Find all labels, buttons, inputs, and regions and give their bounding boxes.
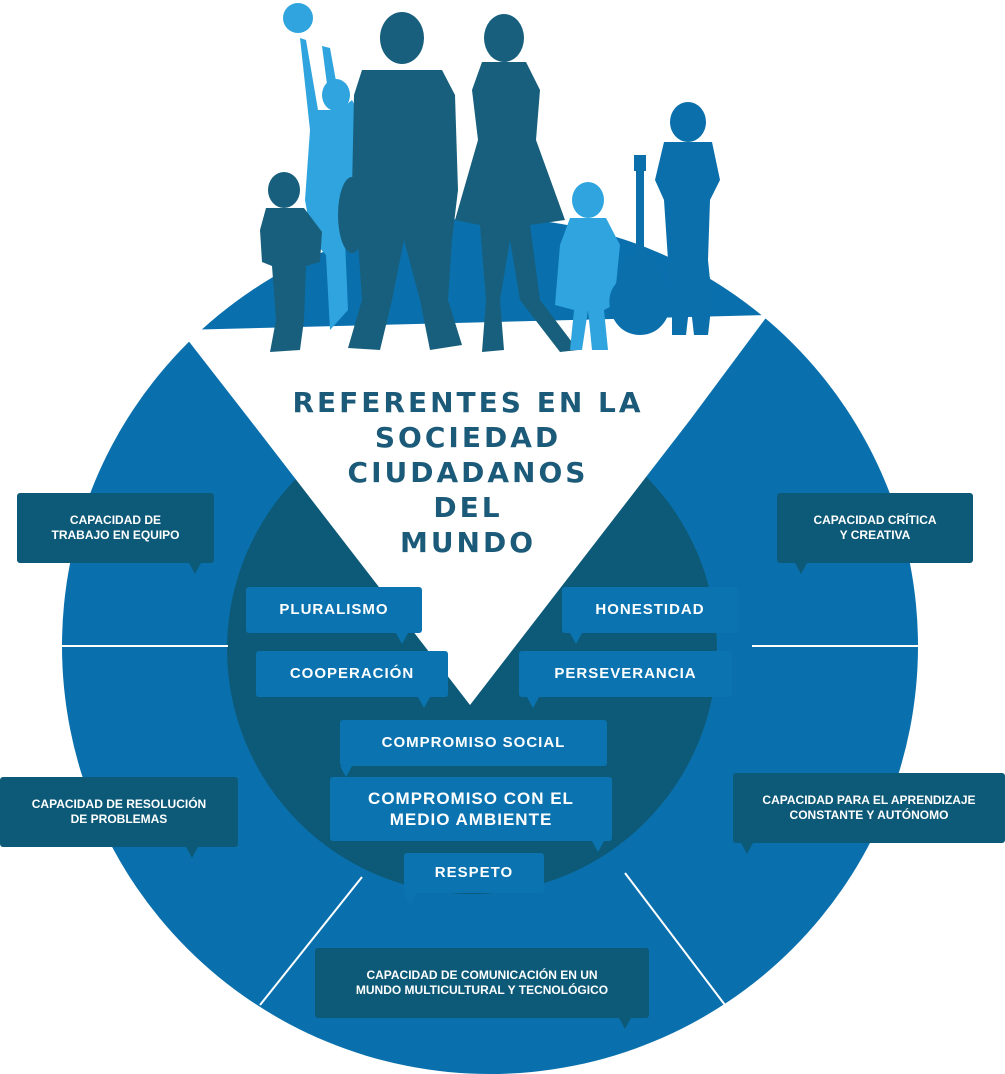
capacity-communication-bubble: CAPACIDAD DE COMUNICACIÓN EN UN MUNDO MU… — [315, 948, 649, 1029]
value-perseverancia-label: PERSEVERANCIA — [554, 664, 697, 682]
teen-boy-figure — [655, 102, 720, 335]
value-medio-ambiente-bubble: COMPROMISO CON EL MEDIO AMBIENTE — [330, 777, 612, 852]
capacity-critical-bubble: CAPACIDAD CRÍTICA Y CREATIVA — [777, 493, 973, 574]
man-figure — [338, 12, 462, 350]
guitar-icon — [609, 155, 671, 335]
capacity-learning-line-2: CONSTANTE Y AUTÓNOMO — [789, 808, 949, 822]
capacity-communication-line-1: CAPACIDAD DE COMUNICACIÓN EN UN — [366, 968, 598, 982]
value-compromiso-social-label: COMPROMISO SOCIAL — [381, 733, 566, 751]
woman-figure — [455, 14, 578, 352]
capacity-team-bubble: CAPACIDAD DE TRABAJO EN EQUIPO — [17, 493, 214, 574]
capacity-communication-line-2: MUNDO MULTICULTURAL Y TECNOLÓGICO — [355, 983, 609, 997]
value-medio-ambiente-line-2: MEDIO AMBIENTE — [389, 810, 553, 829]
value-perseverancia-bubble: PERSEVERANCIA — [519, 651, 732, 708]
value-honestidad-bubble: HONESTIDAD — [562, 587, 738, 644]
value-respeto-label: RESPETO — [434, 863, 514, 881]
people-silhouettes — [260, 3, 720, 352]
ring-dividers — [62, 645, 918, 1006]
value-medio-ambiente-line-1: COMPROMISO CON EL — [368, 788, 574, 808]
value-respeto-bubble: RESPETO — [404, 853, 544, 904]
capacity-critical-line-1: CAPACIDAD CRÍTICA — [813, 513, 937, 527]
capacity-learning-line-1: CAPACIDAD PARA EL APRENDIZAJE — [762, 793, 976, 807]
capacity-team-line-1: CAPACIDAD DE — [69, 513, 162, 527]
value-honestidad-label: HONESTIDAD — [595, 600, 705, 618]
diagram-title: REFERENTES EN LA SOCIEDAD CIUDADANOS DEL… — [258, 385, 678, 560]
title-line-2: SOCIEDAD — [374, 421, 562, 454]
white-wedge — [180, 315, 768, 705]
capacity-problems-line-2: DE PROBLEMAS — [70, 812, 168, 826]
title-line-4: DEL — [433, 491, 503, 524]
value-compromiso-social-bubble: COMPROMISO SOCIAL — [340, 720, 607, 777]
basketball-player-figure — [300, 38, 360, 330]
capacity-team-line-2: TRABAJO EN EQUIPO — [51, 528, 180, 542]
title-line-5: MUNDO — [399, 526, 537, 559]
value-pluralismo-bubble: PLURALISMO — [246, 587, 422, 644]
value-cooperacion-bubble: COOPERACIÓN — [256, 651, 448, 708]
capacity-critical-line-2: Y CREATIVA — [839, 528, 911, 542]
boy-figure — [260, 172, 322, 352]
value-pluralismo-label: PLURALISMO — [279, 600, 389, 618]
title-line-3: CIUDADANOS — [347, 456, 589, 489]
value-cooperacion-label: COOPERACIÓN — [289, 664, 415, 682]
basketball-icon — [283, 3, 313, 33]
capacity-learning-bubble: CAPACIDAD PARA EL APRENDIZAJE CONSTANTE … — [733, 773, 1005, 854]
title-line-1: REFERENTES EN LA — [292, 386, 644, 419]
girl-figure — [555, 182, 620, 350]
capacity-problems-bubble: CAPACIDAD DE RESOLUCIÓN DE PROBLEMAS — [0, 777, 238, 858]
capacity-problems-line-1: CAPACIDAD DE RESOLUCIÓN — [31, 797, 207, 811]
